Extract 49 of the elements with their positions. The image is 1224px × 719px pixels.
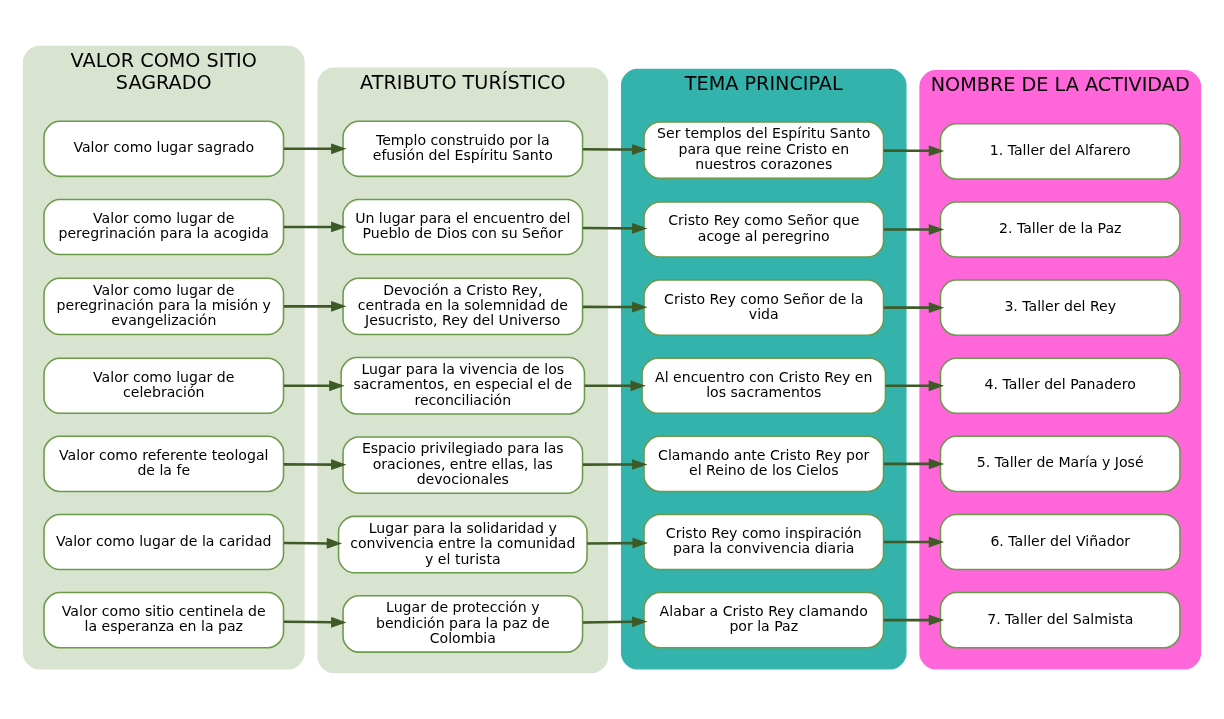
node-box: 5. Taller de María y José [939, 435, 1181, 493]
arrow [883, 224, 945, 235]
node-box: Alabar a Cristo Rey clamando por la Paz [643, 591, 885, 649]
node-box: Espacio privilegiado para las oraciones, entre ellas, las devocionales [342, 436, 584, 495]
node-box: 7. Taller del Salmista [939, 591, 1181, 649]
node-box: Valor como lugar sagrado [43, 120, 285, 178]
arrow [582, 223, 648, 234]
node-box: Devoción a Cristo Rey, centrada en la solemnidad de Jesucristo, Rey del Universo [342, 277, 584, 336]
arrow [883, 614, 945, 626]
arrow [883, 145, 945, 157]
node-box: Ser templos del Espíritu Santo para que reine Cristo en nuestros corazones [643, 121, 885, 180]
arrow [283, 538, 343, 549]
node-box: Cristo Rey como Señor de la vida [643, 279, 885, 336]
arrow [283, 300, 347, 312]
arrow [283, 616, 347, 628]
node-box: Lugar de protección y bendición para la paz de Colombia [342, 595, 584, 653]
arrow [883, 302, 945, 314]
node-box: Templo construido por la efusión del Espíritu Santo [342, 120, 584, 178]
node-box: Al encuentro con Cristo Rey en los sacramentos [641, 357, 887, 415]
arrow [883, 458, 945, 470]
node-box: Valor como lugar de peregrinación para la acogida [43, 198, 285, 256]
arrow [587, 537, 648, 549]
arrow [582, 144, 648, 155]
node-box: Lugar para la vivencia de los sacramentos, en especial el de reconciliación [340, 356, 586, 415]
node-box: Valor como referente teologal de la fe [43, 435, 285, 493]
node-box: 3. Taller del Rey [939, 279, 1181, 336]
arrow [582, 459, 648, 470]
node-box: Cristo Rey como Señor que acoge al peregrino [643, 201, 885, 258]
node-box: Valor como lugar de la caridad [43, 513, 285, 571]
node-box: 4. Taller del Panadero [939, 357, 1181, 415]
arrow [283, 143, 347, 155]
node-box: 6. Taller del Viñador [939, 513, 1181, 571]
arrow [584, 380, 646, 392]
node-box: Cristo Rey como inspiración para la convivencia diaria [643, 513, 885, 571]
arrow [283, 380, 345, 392]
arrow [283, 221, 347, 233]
node-box: Valor como lugar de celebración [43, 357, 285, 415]
arrow [885, 380, 945, 392]
node-box: Valor como sitio centinela de la esperanza en la paz [43, 591, 285, 649]
node-box: Valor como lugar de peregrinación para la misión y evangelización [43, 277, 285, 336]
node-box: Un lugar para el encuentro del Pueblo de Dios con su Señor [342, 198, 584, 256]
arrow [283, 459, 347, 470]
node-box: 1. Taller del Alfarero [939, 123, 1181, 180]
arrow [582, 616, 648, 628]
node-box: Clamando ante Cristo Rey por el Reino de los Cielos [643, 435, 885, 493]
node-box: Lugar para la solidaridad y convivencia entre la comunidad y el turista [337, 515, 588, 574]
arrow [582, 301, 648, 313]
arrow [883, 536, 945, 548]
node-box: 2. Taller de la Paz [939, 201, 1181, 258]
